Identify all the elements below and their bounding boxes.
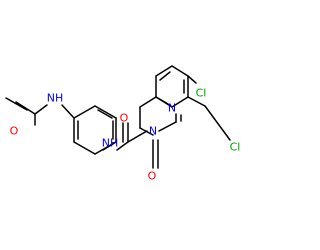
chemical-structure: O NH NH O N N O Cl Cl [5,65,241,183]
bond-26 [139,127,154,136]
bond-1 [15,101,36,115]
bond-4 [61,104,75,119]
bond-10 [73,105,96,119]
bond-20 [158,121,177,132]
atom-labels: O NH NH O N N O Cl Cl [10,87,241,183]
bond-14 [102,141,117,151]
amide-nh-label: NH [102,137,119,150]
bond-31 [171,65,189,77]
bond-37 [187,75,197,84]
bond-13 [97,109,113,119]
bond-6 [73,141,96,155]
ring-oxygen-label: O [148,170,157,183]
bond-30 [155,65,173,77]
chlorine-8-label: Cl [196,87,207,100]
chlorine-6-label: Cl [230,141,241,154]
acetamide-nh-label: NH [47,92,64,105]
ring-n3-label: N [149,125,157,138]
ring-n1-label: N [168,102,176,115]
amide-oxygen-label: O [120,112,129,125]
bond-9 [94,105,117,119]
bond-34 [155,96,173,108]
bond-18 [127,134,141,143]
bond-24 [139,96,157,108]
bond-15 [116,141,129,151]
bond-38 [187,96,206,107]
bond-39 [204,105,231,141]
bond-3 [34,104,48,115]
bond-35 [159,71,171,81]
bond-33 [171,96,189,108]
bond-0 [5,97,28,111]
bond-lines [5,65,231,169]
acetyl-oxygen-label: O [10,125,19,138]
